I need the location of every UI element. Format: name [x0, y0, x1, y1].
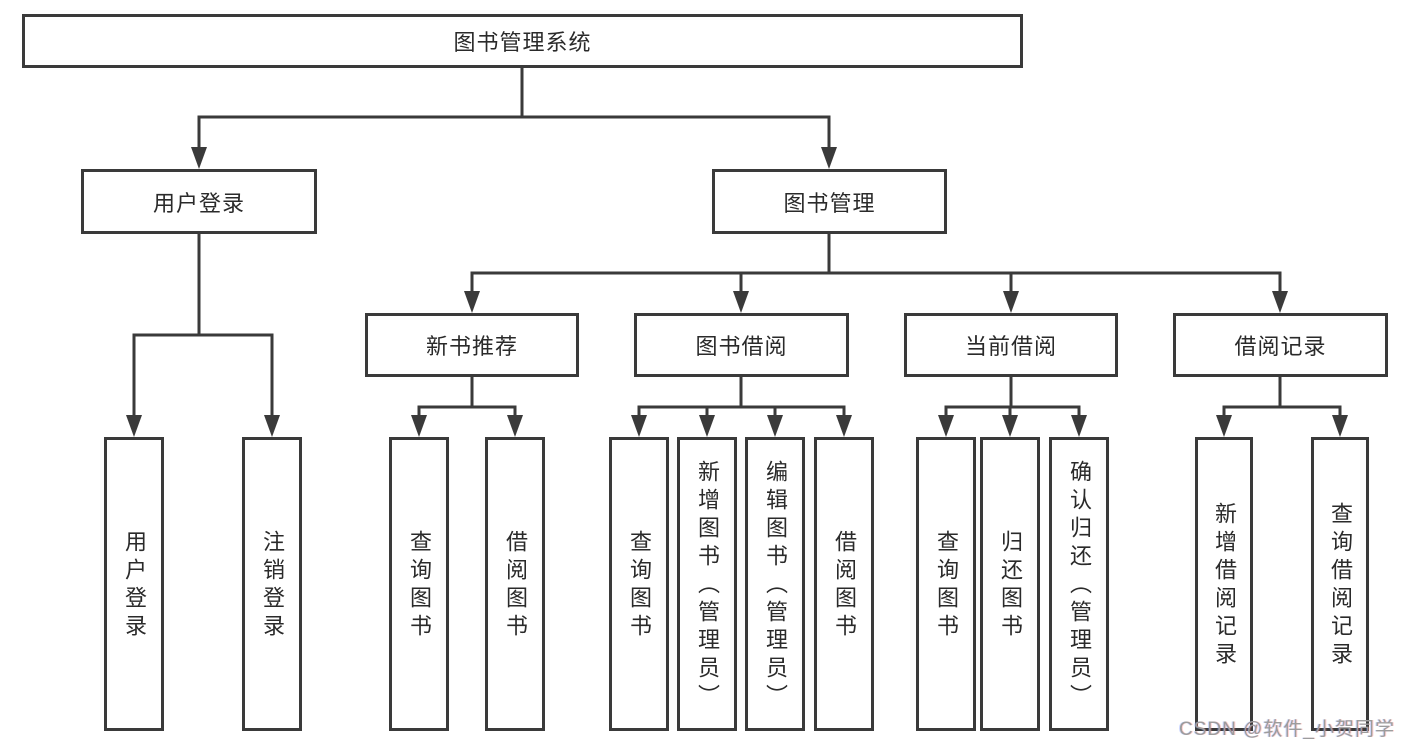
node-book-management: 图书管理: [712, 169, 947, 234]
node-bb-borrow-books: 借阅图书: [814, 437, 874, 731]
node-leaf-logout: 注销登录: [242, 437, 302, 731]
node-bb-query-books: 查询图书: [609, 437, 669, 731]
arrowheads: [126, 147, 1348, 437]
node-cb-return-books: 归还图书: [980, 437, 1040, 731]
node-borrowing-records: 借阅记录: [1173, 313, 1388, 377]
node-root-system: 图书管理系统: [22, 14, 1023, 68]
watermark: CSDN @软件_小贺同学: [1179, 719, 1395, 740]
node-cb-query-books: 查询图书: [916, 437, 976, 731]
node-bb-add-books-admin: 新增图书（管理员）: [677, 437, 737, 731]
node-user-login: 用户登录: [81, 169, 317, 234]
node-cb-confirm-return-admin: 确认归还（管理员）: [1049, 437, 1109, 731]
node-current-borrowing: 当前借阅: [904, 313, 1118, 377]
node-bb-edit-books-admin: 编辑图书（管理员）: [745, 437, 805, 731]
node-rec-borrow-books: 借阅图书: [485, 437, 545, 731]
node-book-borrowing: 图书借阅: [634, 313, 849, 377]
node-new-book-recommend: 新书推荐: [365, 313, 579, 377]
node-rec-query-books: 查询图书: [389, 437, 449, 731]
node-br-query-record: 查询借阅记录: [1311, 437, 1369, 731]
node-br-add-record: 新增借阅记录: [1195, 437, 1253, 731]
node-leaf-user-login: 用户登录: [104, 437, 164, 731]
